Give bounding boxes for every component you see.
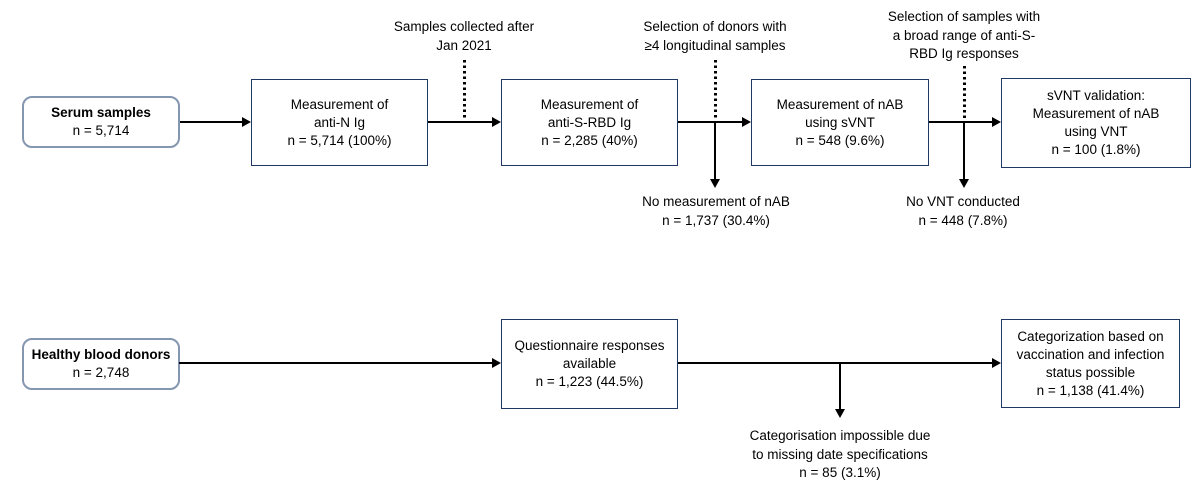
arrow-donors-to-questionnaire [179,362,493,364]
categorization-box: Categorization based on vaccination and … [1001,319,1180,408]
dotted-line-longitudinal-samples [714,60,717,118]
gate-label-longitudinal-samples: Selection of donors with ≥4 longitudinal… [643,19,787,53]
arrowhead-anti-n-to-anti-s [492,117,501,127]
arrowhead-questionnaire-to-categorization [992,358,1001,368]
questionnaire-box: Questionnaire responses available n = 1,… [501,319,678,409]
arrowhead-donors-to-questionnaire [492,358,501,368]
anti-n-ig-box: Measurement of anti-N Ig n = 5,714 (100%… [251,79,428,166]
arrowhead-svnt-to-vnt [992,117,1001,127]
gate-label-jan-2021: Samples collected after Jan 2021 [393,19,535,53]
arrowhead-down-no-nab [710,179,720,188]
arrow-anti-n-to-anti-s [428,121,493,123]
arrowhead-down-categorisation-impossible [835,409,845,418]
svnt-box: Measurement of nAB using sVNT n = 548 (9… [751,79,929,166]
gate-label-broad-range: Selection of samples with a broad range … [887,9,1041,61]
arrow-serum-to-anti-n [180,121,243,123]
dotted-line-jan-2021 [463,60,466,118]
arrow-anti-s-to-svnt [678,121,743,123]
vnt-validation-box: sVNT validation: Measurement of nAB usin… [1001,78,1191,168]
arrowhead-anti-s-to-svnt [742,117,751,127]
arrow-svnt-to-vnt [929,121,993,123]
arrowhead-serum-to-anti-n [242,117,251,127]
exclusion-no-nab-label: No measurement of nAB n = 1,737 (30.4%) [642,194,790,228]
arrowhead-down-no-vnt [959,179,969,188]
anti-s-rbd-ig-box: Measurement of anti-S-RBD Ig n = 2,285 (… [501,79,678,166]
exclusion-no-vnt-label: No VNT conducted n = 448 (7.8%) [906,194,1020,228]
arrow-questionnaire-to-categorization [678,362,993,364]
exclusion-categorisation-impossible-label: Categorisation impossible due to missing… [749,428,931,480]
arrow-down-no-nab [714,121,716,179]
healthy-donors-box: Healthy blood donors n = 2,748 [22,338,180,390]
dotted-line-broad-range [963,66,966,118]
arrow-down-categorisation-impossible [839,362,841,409]
serum-samples-box: Serum samples n = 5,714 [22,96,180,148]
arrow-down-no-vnt [963,121,965,179]
